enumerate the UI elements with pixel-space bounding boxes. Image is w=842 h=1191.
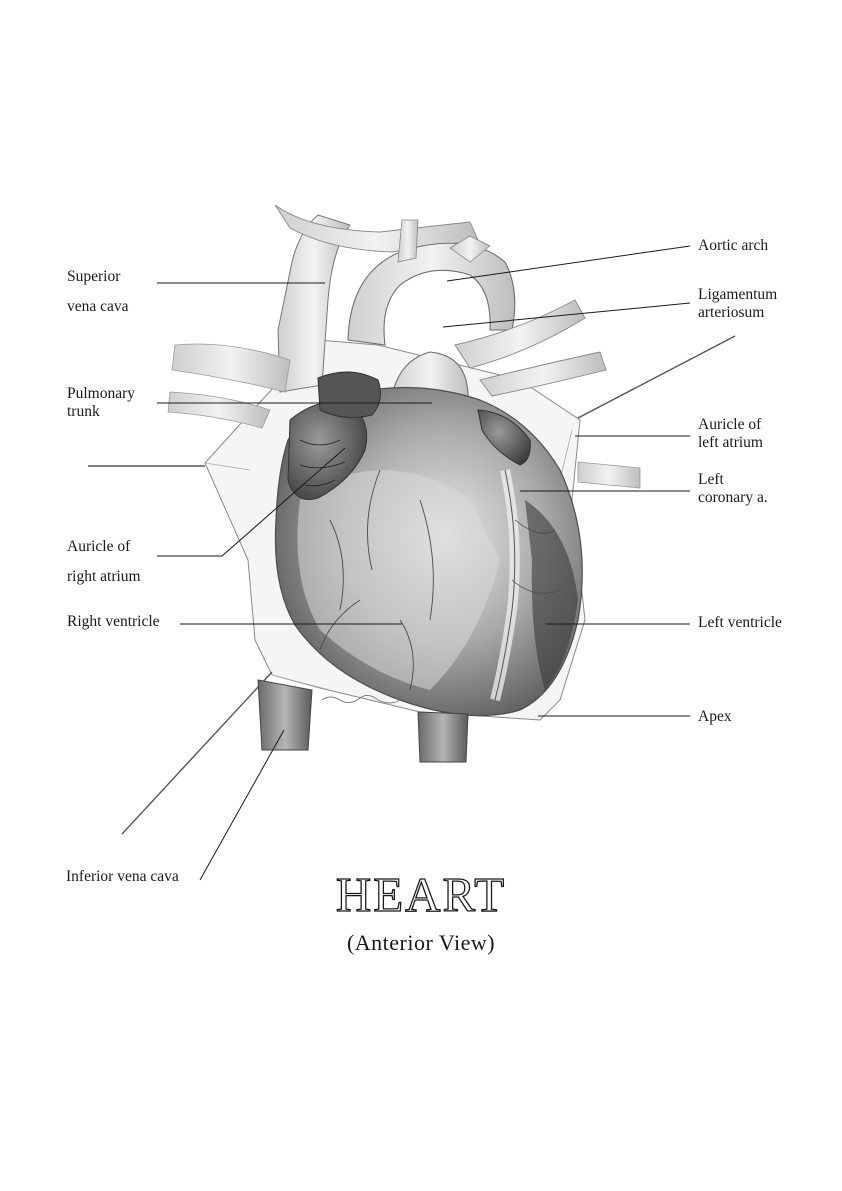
label-left-coronary-line2: coronary a. — [698, 489, 768, 506]
label-apex: Apex — [698, 708, 732, 725]
label-pulmonary-trunk-line1: Pulmonary — [67, 385, 136, 402]
label-pulmonary-trunk-line2: trunk — [67, 403, 100, 420]
label-ligamentum-arteriosum-line2: arteriosum — [698, 304, 765, 321]
label-auricle-left-atrium-line1: Auricle of — [698, 416, 762, 433]
label-auricle-left-atrium-line2: left atrium — [698, 434, 763, 451]
great-vessels — [167, 204, 641, 489]
page-title: HEART — [335, 866, 507, 922]
lower-vessels — [257, 679, 469, 763]
label-inferior-vena-cava: Inferior vena cava — [66, 868, 179, 885]
label-ligamentum-arteriosum-line1: Ligamentum — [698, 286, 778, 303]
label-left-ventricle: Left ventricle — [698, 614, 782, 631]
label-auricle-right-atrium-line1: Auricle of — [67, 538, 131, 555]
artist-signature — [321, 695, 401, 704]
leader-lines — [157, 245, 691, 881]
label-left-coronary-line1: Left — [698, 471, 724, 488]
retraction-pins — [88, 335, 736, 835]
label-superior-vena-cava-line2: vena cava — [67, 298, 129, 315]
auricles — [287, 371, 531, 500]
label-superior-vena-cava-line1: Superior — [67, 268, 121, 285]
label-right-ventricle: Right ventricle — [67, 613, 160, 630]
label-aortic-arch: Aortic arch — [698, 237, 769, 254]
label-auricle-right-atrium-line2: right atrium — [67, 568, 141, 585]
page-subtitle: (Anterior View) — [346, 930, 496, 955]
